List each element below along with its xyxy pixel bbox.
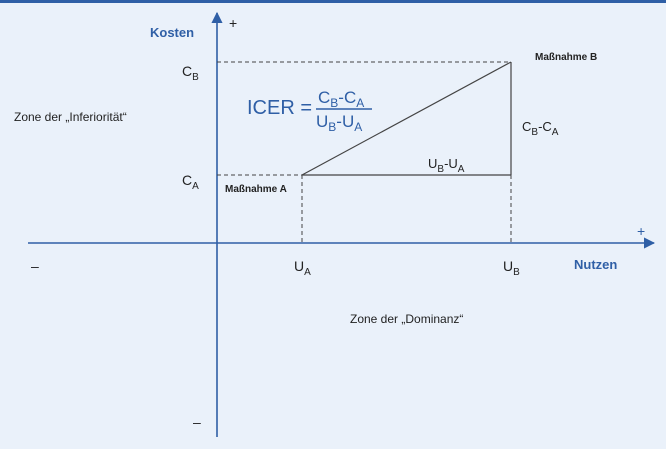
point-b-label: Maßnahme B bbox=[535, 52, 597, 63]
tick-cb: CB bbox=[182, 63, 199, 83]
icer-hypotenuse bbox=[301, 61, 512, 176]
tick-ca: CA bbox=[182, 172, 199, 192]
y-axis-label: Kosten bbox=[150, 25, 194, 40]
y-minus-sign: – bbox=[193, 414, 201, 430]
x-plus-sign: + bbox=[637, 223, 645, 239]
formula-denominator: UB-UA bbox=[316, 112, 362, 134]
formula-lhs: ICER = bbox=[247, 97, 312, 119]
tick-ub: UB bbox=[503, 258, 520, 278]
delta-benefit-label: UB-UA bbox=[428, 156, 465, 175]
x-minus-sign: – bbox=[31, 258, 39, 274]
y-plus-sign: + bbox=[229, 15, 237, 31]
x-axis-label: Nutzen bbox=[574, 257, 617, 272]
point-a-label: Maßnahme A bbox=[225, 184, 287, 195]
tick-ua: UA bbox=[294, 258, 311, 278]
icer-formula: ICER = CB-CA UB-UA bbox=[247, 88, 372, 134]
zone-dominance-label: Zone der „Dominanz“ bbox=[350, 312, 463, 326]
formula-numerator: CB-CA bbox=[318, 88, 364, 110]
top-border bbox=[0, 0, 666, 3]
delta-cost-label: CB-CA bbox=[522, 119, 559, 138]
zone-inferiority-label: Zone der „Inferiorität“ bbox=[14, 110, 127, 124]
